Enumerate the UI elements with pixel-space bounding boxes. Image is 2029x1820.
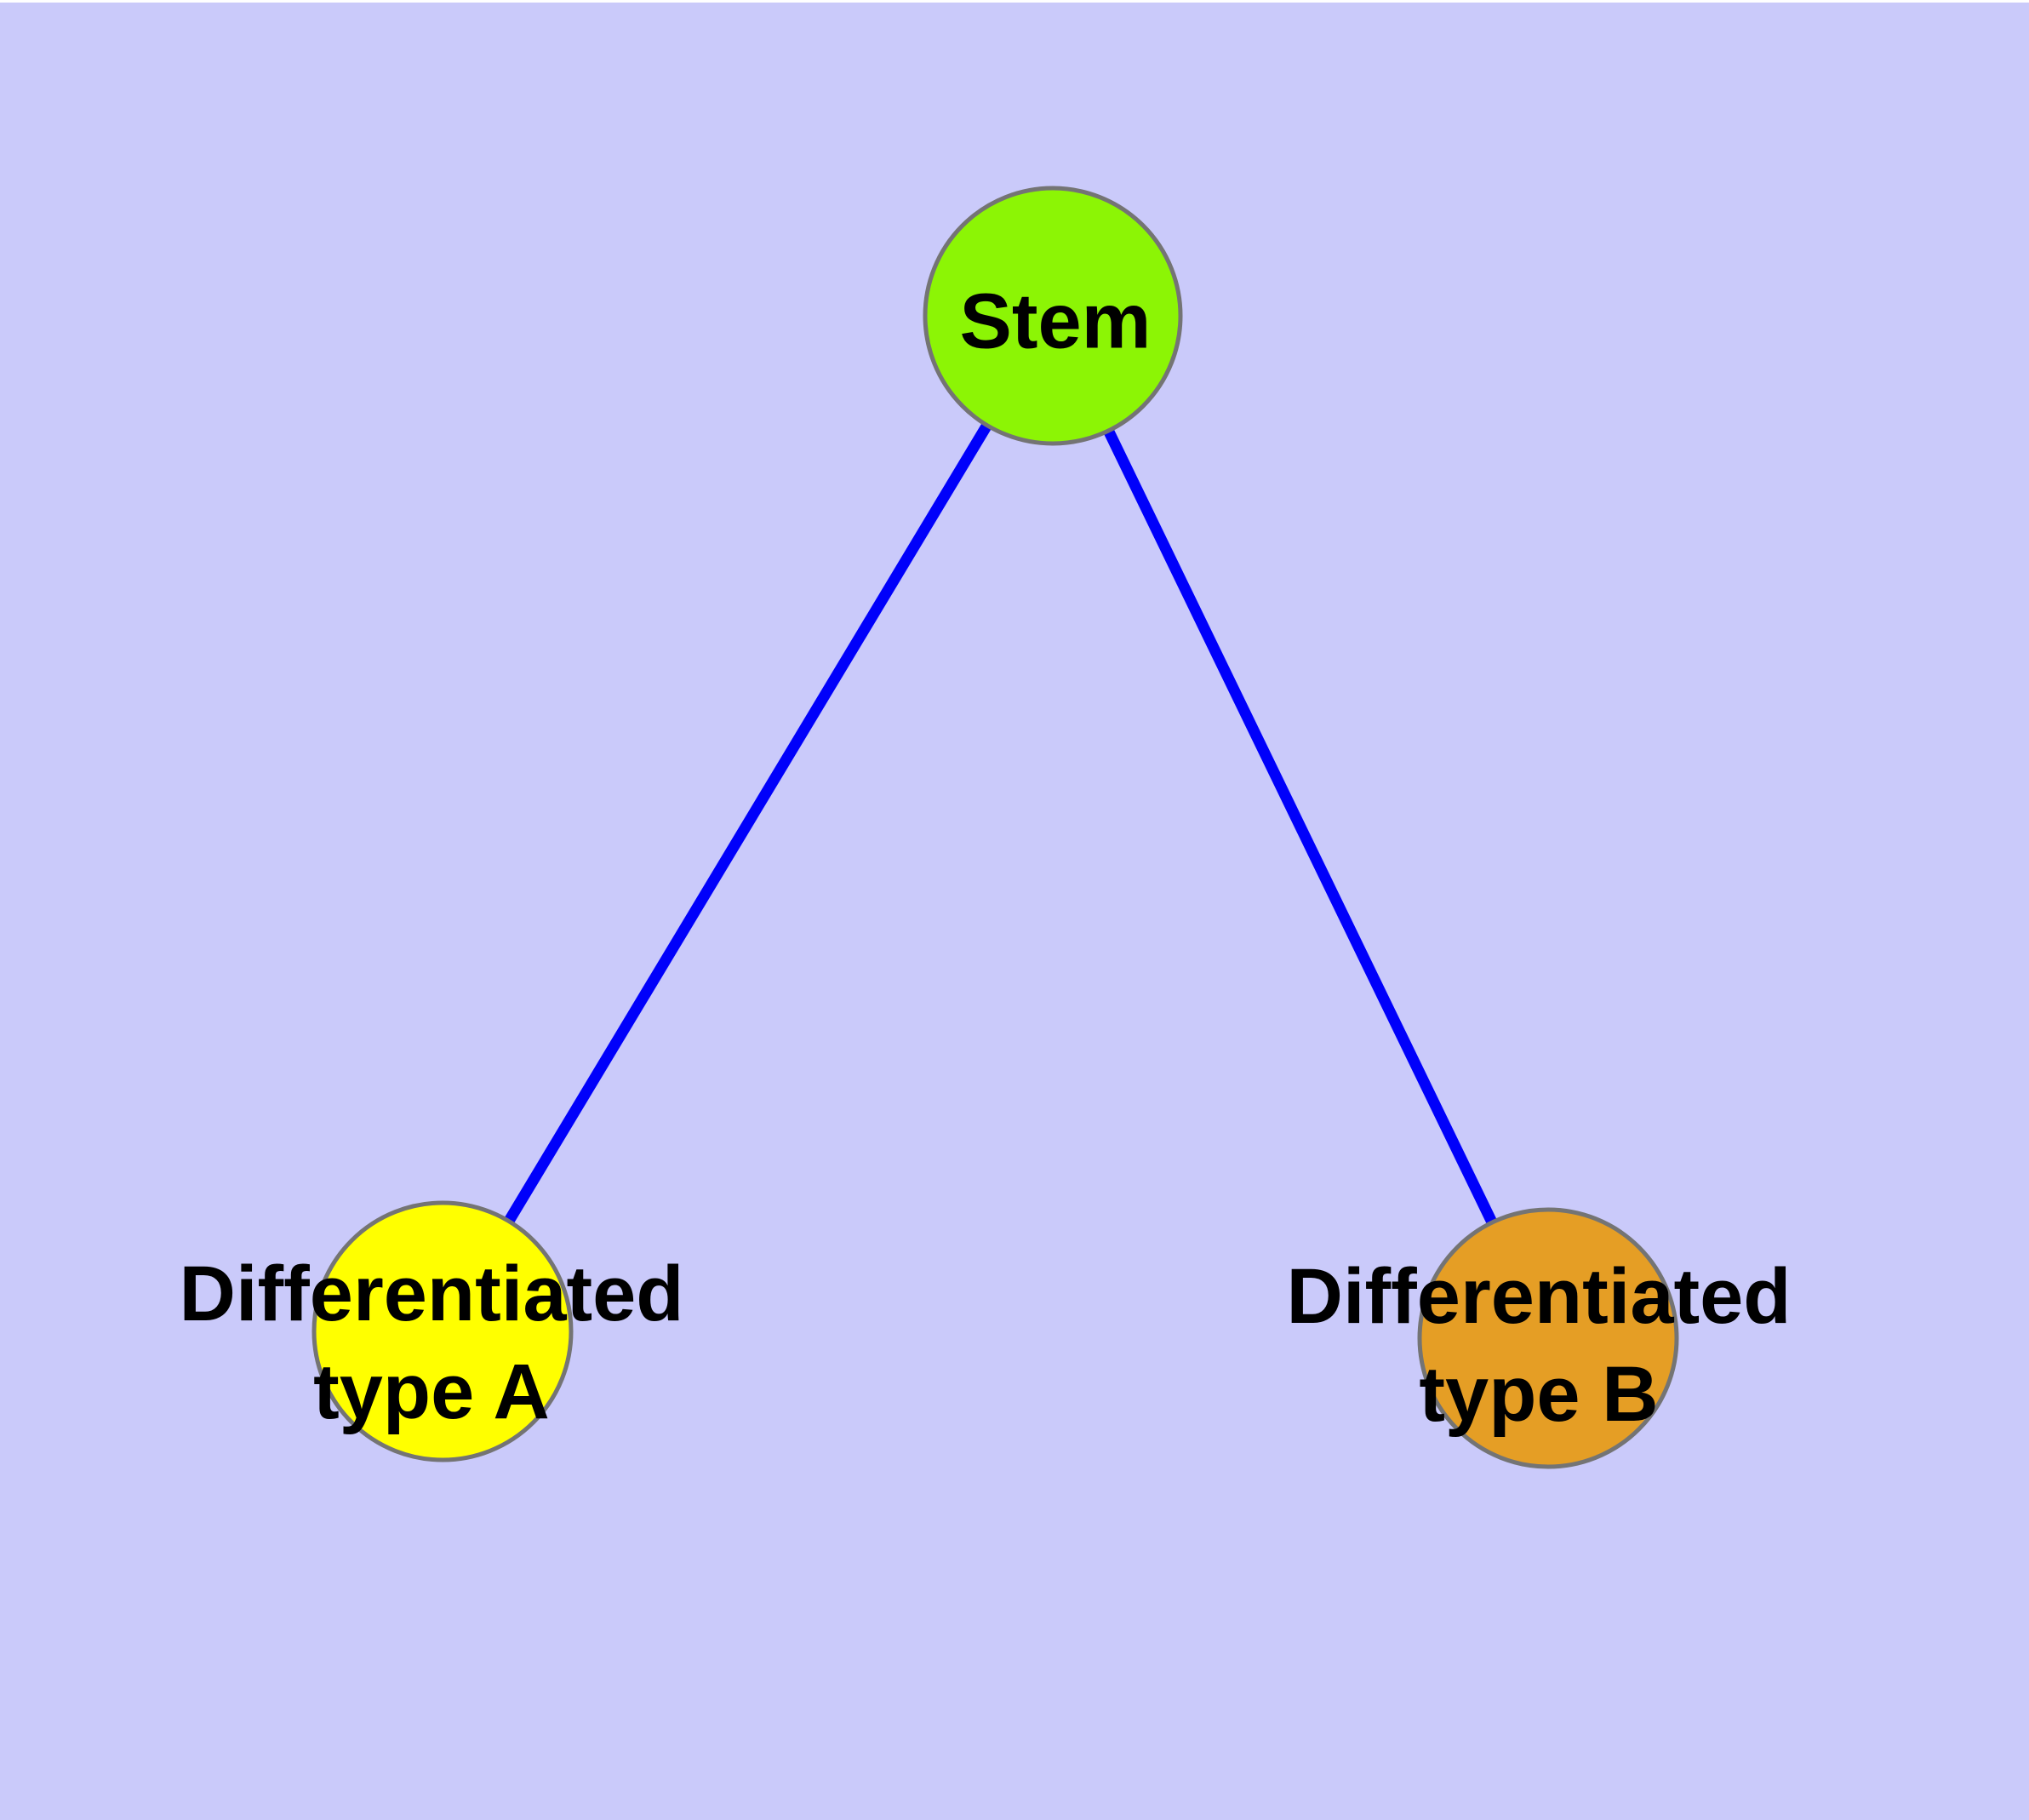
- node-differentiated-type-b-label: Differentiated type B: [1286, 1253, 1792, 1438]
- node-differentiated-type-a-label: Differentiated type A: [179, 1251, 684, 1435]
- node-differentiated-type-b-circle: [1417, 1207, 1679, 1469]
- node-differentiated-type-a-circle: [311, 1200, 574, 1462]
- top-margin-strip: [0, 0, 2029, 3]
- edge-stem-to-type-b: [1048, 313, 1553, 1341]
- node-stem-label: Stem: [959, 278, 1152, 365]
- node-stem-circle: [923, 186, 1183, 446]
- edge-stem-to-type-a: [437, 312, 1058, 1335]
